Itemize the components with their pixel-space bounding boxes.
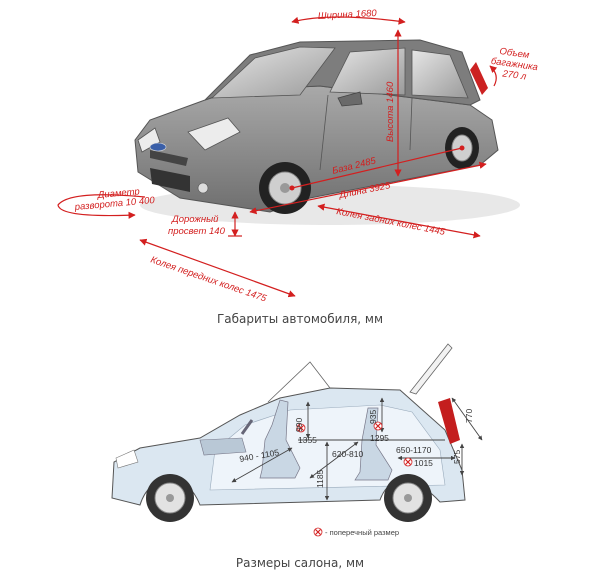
exterior-dimension-lines <box>57 16 498 298</box>
transverse-dimension-legend: - поперечный размер <box>313 527 399 537</box>
interior-caption: Размеры салона, мм <box>235 556 365 570</box>
seat-height-label: 1185 <box>315 469 325 488</box>
rear-headroom-label: 935 <box>368 410 378 424</box>
tailgate-opening-label: 770 <box>464 409 474 423</box>
width-label: Ширина 1680 <box>318 8 378 22</box>
front-headroom-label: 990 <box>294 418 304 432</box>
turning-diameter-label-line1: Диаметр <box>96 186 140 201</box>
trunk-width-label: 1015 <box>414 458 433 468</box>
interior-dimension-lines <box>231 397 483 501</box>
turning-diameter-label-line2: разворота 10 400 <box>73 195 156 213</box>
legend-text: - поперечный размер <box>325 528 399 537</box>
transverse-marker-front <box>296 423 306 433</box>
exterior-caption: Габариты автомобиля, мм <box>216 312 384 326</box>
transverse-marker-trunk <box>403 457 413 467</box>
trunk-volume-label-line1: Объем <box>499 46 531 61</box>
trunk-volume-label-line3: 270 л <box>501 68 528 82</box>
front-shoulder-width-label: 1355 <box>298 435 317 445</box>
trunk-height-label: 575 <box>452 450 462 464</box>
ground-clearance-label-line1: Дорожный <box>171 214 219 225</box>
car-interior-cutaway-illustration <box>111 343 466 522</box>
trunk-length-label: 650-1170 <box>396 445 432 455</box>
height-label: Высота 1460 <box>385 81 396 142</box>
transverse-marker-rear <box>373 421 383 431</box>
rear-shoulder-width-label: 1295 <box>370 433 389 443</box>
car-exterior-illustration <box>134 39 520 225</box>
ground-clearance-label-line2: просвет 140 <box>168 226 226 237</box>
rear-legroom-label: 620-810 <box>332 449 363 459</box>
close-x-icon <box>313 527 323 537</box>
